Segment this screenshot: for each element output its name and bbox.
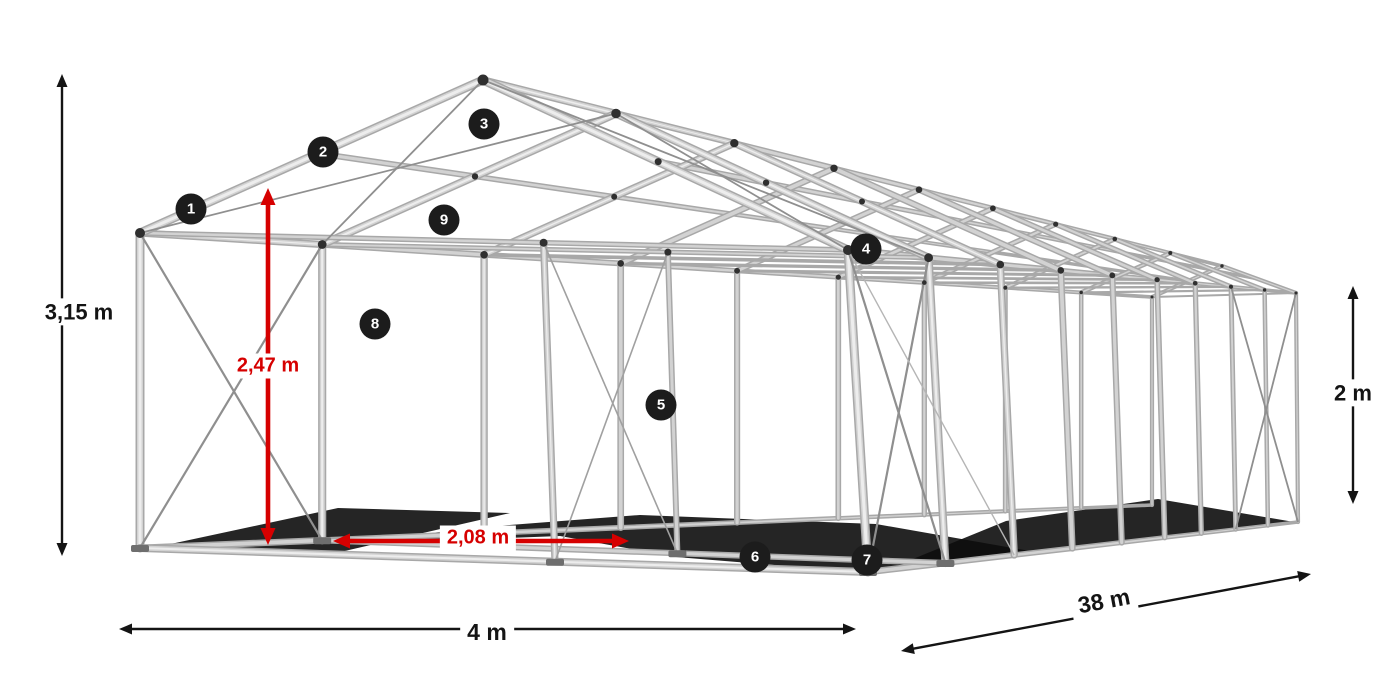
part-marker-4: 4 [850,233,882,265]
dim-label-length: 38 m [1068,580,1140,622]
dim-label-width: 4 m [460,617,514,647]
dim-label-entrance-height: 2,47 m [229,353,307,379]
part-marker-9: 9 [428,204,460,236]
part-marker-8: 8 [359,308,391,340]
dim-label-side-height: 2 m [1327,379,1379,407]
part-marker-7: 7 [851,544,883,576]
part-marker-2: 2 [307,136,339,168]
part-marker-6: 6 [739,541,771,573]
part-marker-1: 1 [175,193,207,225]
part-marker-5: 5 [645,389,677,421]
part-marker-3: 3 [468,108,500,140]
dim-label-total-height: 3,15 m [37,298,121,326]
dim-label-bay-spacing: 2,08 m [439,525,517,551]
